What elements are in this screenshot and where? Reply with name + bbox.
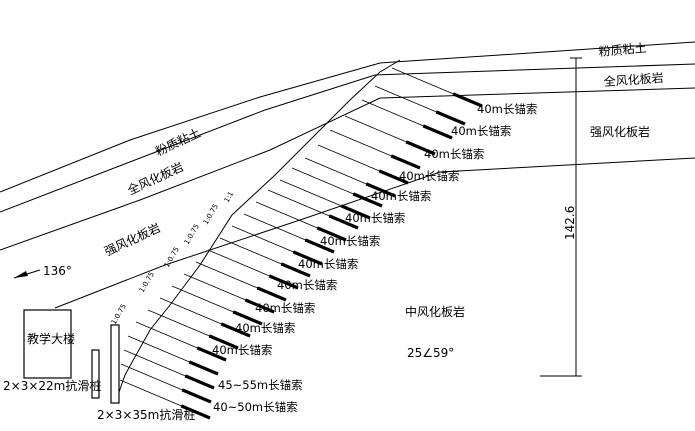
residual-soil-base-line [0, 63, 695, 213]
anchor-label: 40m长锚索 [235, 321, 295, 335]
anchor-bond-section [452, 92, 483, 108]
anchor-label: 40m长锚索 [424, 147, 484, 161]
anchor-bond-section [180, 404, 211, 420]
strongly-weathered-label-right: 强风化板岩 [590, 124, 650, 139]
teaching-building [23, 309, 72, 379]
building-label: 教学大楼 [27, 331, 75, 346]
anchor-label: 40m长锚索 [451, 124, 511, 138]
anchor-bond-section [232, 310, 263, 326]
anchor-bond-section [435, 110, 466, 126]
anchor-bond-section [268, 274, 299, 290]
anchor-bond-section [390, 154, 421, 170]
bench-mark-label: 1:0.75 [183, 223, 201, 246]
anchor-bond-section [244, 298, 275, 314]
height-dimension-label: 142.6 [563, 206, 577, 240]
fully-weathered-base-line [0, 87, 695, 251]
fully-weathered-label-left: 全风化板岩 [125, 159, 186, 198]
anchor-label: 40m长锚索 [255, 301, 315, 315]
strongly-weathered-base-line [54, 157, 695, 309]
anchor-bond-section [188, 360, 219, 376]
strike-arrow-head [14, 271, 28, 278]
anchor-bond-section [196, 346, 227, 362]
anchor-bond-section [352, 192, 383, 208]
anchor-bond-section [365, 182, 396, 198]
anchor-bond-section [340, 204, 371, 220]
anchor-label: 40m长锚索 [212, 343, 272, 357]
anchor-label: 40~50m长锚索 [213, 400, 298, 414]
pile-a-label: 2×3×22m抗滑桩 [3, 378, 101, 393]
anchor-bond-section [280, 262, 311, 278]
bench-mark-label: 1:1 [223, 190, 236, 204]
dip-label: 25∠59° [407, 346, 454, 360]
anchor-bond-section [208, 334, 239, 350]
anti-slide-pile-a [91, 349, 100, 399]
strike-label: 136° [43, 264, 72, 278]
cut-slope-face [117, 59, 401, 396]
anchor-label: 40m长锚索 [477, 102, 537, 116]
anchor-bond-section [378, 169, 409, 185]
fully-weathered-label-right: 全风化板岩 [603, 70, 664, 89]
anchor-labels: 40m长锚索 40m长锚索 40m长锚索 40m长锚索 40m长锚索 40m长锚索 40m长… [212, 102, 537, 414]
strongly-weathered-label-left: 强风化板岩 [102, 220, 163, 259]
anchor-bond-section [220, 322, 251, 338]
anchor-label: 40m长锚索 [399, 169, 459, 183]
anchor-bond-section [422, 124, 453, 140]
anchor-bond-section [256, 286, 287, 302]
bench-mark-label: 1:0.75 [163, 246, 181, 269]
moderately-weathered-label: 中风化板岩 [405, 304, 465, 319]
ground-surface-line [0, 41, 695, 193]
anchor-bond-section [292, 250, 323, 266]
anti-slide-pile-b [110, 324, 120, 404]
bench-mark-label: 1:0.75 [110, 303, 128, 326]
anchor-label: 45~55m长锚索 [218, 378, 303, 392]
anchor-cables [119, 67, 483, 420]
anchor-label: 40m长锚索 [277, 278, 337, 292]
anchor-bond-section [316, 226, 347, 242]
anchor-bond-section [184, 374, 215, 390]
bench-marks: 1:0.751:0.751:0.751:0.751:0.751:1 [110, 190, 236, 326]
anchor-label: 40m长锚索 [371, 189, 431, 203]
anchor-bond-section [181, 388, 212, 404]
anchor-label: 40m长锚索 [320, 234, 380, 248]
anchor-bond-section [405, 140, 436, 156]
residual-soil-label-right: 粉质粘土 [598, 40, 647, 59]
anchor-label: 40m长锚索 [298, 257, 358, 271]
bench-mark-label: 1:0.75 [202, 203, 220, 226]
anchor-label: 40m长锚索 [345, 211, 405, 225]
pile-b-label: 2×3×35m抗滑桩 [97, 407, 195, 422]
anchor-bond-section [304, 238, 335, 254]
anchor-bond-section [328, 214, 359, 230]
